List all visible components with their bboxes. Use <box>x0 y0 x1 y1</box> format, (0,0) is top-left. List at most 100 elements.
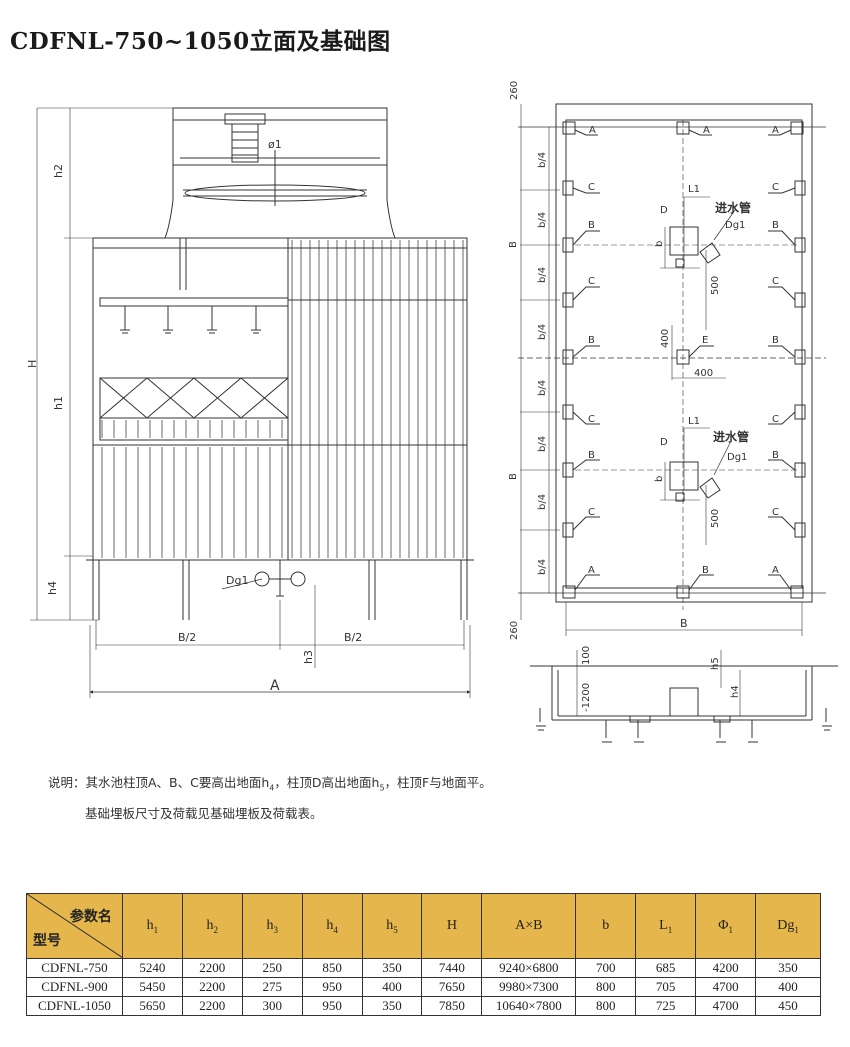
col-label-a: A <box>589 125 596 136</box>
column-header: h3 <box>241 893 303 959</box>
label-b4-4: b/4 <box>537 324 548 340</box>
note-text: ，柱顶F与地面平。 <box>384 775 492 790</box>
col-label-b: B <box>772 220 779 231</box>
table-cell: 350 <box>755 958 821 978</box>
table-cell: 5650 <box>121 996 183 1016</box>
note-text: ，柱顶D高出地面h <box>274 775 380 790</box>
model-cell: CDFNL-750 <box>26 958 123 978</box>
table-cell: 950 <box>301 977 363 997</box>
elevation-view <box>30 107 474 698</box>
column-header: h5 <box>361 893 423 959</box>
label-260-top: 260 <box>509 81 520 100</box>
label-b4-7: b/4 <box>537 494 548 510</box>
table-row: CDFNL-900 5450 2200 275 950 400 7650 998… <box>26 977 821 997</box>
page-title: CDFNL-750~1050立面及基础图 <box>10 28 391 55</box>
table-cell: 7650 <box>421 977 483 997</box>
section-block-d <box>669 687 699 717</box>
col-label-b: B <box>702 565 709 576</box>
label-b-left-top: B <box>508 241 519 248</box>
label-minus-1200: -1200 <box>581 683 592 712</box>
diagonal-divider <box>27 894 123 958</box>
note-sub: 4 <box>269 783 275 793</box>
col-label-b: B <box>588 450 595 461</box>
label-H: H <box>26 360 39 368</box>
model-cell: CDFNL-1050 <box>26 996 123 1016</box>
col-label-a: A <box>772 565 779 576</box>
column-header: Dg1 <box>755 893 821 959</box>
col-label-c: C <box>588 276 595 287</box>
table-cell: 705 <box>635 977 697 997</box>
table-cell: 250 <box>241 958 303 978</box>
spec-table: 参数名 型号 h1 h2 h3 h4 h5 H A×B b L1 Φ1 Dg1 … <box>26 893 821 1016</box>
col-label-a: A <box>703 125 710 136</box>
label-dg1-lower: Dg1 <box>727 452 747 463</box>
table-cell: 2200 <box>181 958 243 978</box>
table-cell: 275 <box>241 977 303 997</box>
table-cell: 4700 <box>695 977 757 997</box>
column-header: b <box>575 893 637 959</box>
label-l1-upper: L1 <box>688 184 700 195</box>
label-inlet-upper: 进水管 <box>715 200 751 215</box>
label-b4-3: b/4 <box>537 267 548 283</box>
label-500-lower: 500 <box>710 509 721 528</box>
label-h5: h5 <box>710 657 721 670</box>
label-h2: h2 <box>52 164 65 178</box>
label-inlet-lower: 进水管 <box>713 429 749 444</box>
table-header-row: 参数名 型号 h1 h2 h3 h4 h5 H A×B b L1 Φ1 Dg1 <box>26 893 821 959</box>
col-label-e: E <box>702 335 708 346</box>
table-row: CDFNL-1050 5650 2200 300 950 350 7850 10… <box>26 996 821 1016</box>
label-h4: h4 <box>46 581 59 595</box>
fan-stack <box>172 107 388 166</box>
col-label-c: C <box>772 276 779 287</box>
label-b-half-right: B/2 <box>344 631 362 644</box>
label-dg1-elev: Dg1 <box>226 574 248 587</box>
label-h1: h1 <box>52 396 65 410</box>
label-b-bottom: B <box>680 617 688 630</box>
col-label-c: C <box>772 414 779 425</box>
table-cell: 950 <box>301 996 363 1016</box>
corner-param-label: 参数名 <box>69 909 112 925</box>
note-line-1: 说明：其水池柱顶A、B、C要高出地面h4，柱顶D高出地面h5，柱顶F与地面平。 <box>48 772 492 793</box>
table-cell: 850 <box>301 958 363 978</box>
table-cell: 400 <box>755 977 821 997</box>
col-label-c: C <box>772 182 779 193</box>
section-labels: 100 -1200 h5 h4 <box>581 646 741 712</box>
elevation-labels: h2 H h1 h4 h3 ø1 Dg1 B/2 B/2 A <box>26 138 362 694</box>
table-cell: 725 <box>635 996 697 1016</box>
model-cell: CDFNL-900 <box>26 977 123 997</box>
table-cell: 4200 <box>695 958 757 978</box>
col-label-c: C <box>772 507 779 518</box>
col-label-b: B <box>588 220 595 231</box>
column-header: Φ1 <box>695 893 757 959</box>
label-d-lower: D <box>660 437 668 448</box>
table-cell: 350 <box>361 996 423 1016</box>
motor <box>231 123 259 163</box>
table-cell: 7440 <box>421 958 483 978</box>
col-label-c: C <box>588 182 595 193</box>
plan-labels: 260 260 B B B b/4 b/4 b/4 b/4 b/4 b/4 b/… <box>508 81 779 640</box>
column-header: h1 <box>121 893 183 959</box>
label-h4-section: h4 <box>730 685 741 698</box>
column-header: A×B <box>481 893 577 959</box>
table-cell: 800 <box>575 977 637 997</box>
col-label-b: B <box>588 335 595 346</box>
col-label-b: B <box>772 335 779 346</box>
label-500-upper: 500 <box>710 276 721 295</box>
table-cell: 9240×6800 <box>481 958 577 978</box>
technical-drawing: h2 H h1 h4 h3 ø1 Dg1 B/2 B/2 A <box>26 81 838 743</box>
table-cell: 800 <box>575 996 637 1016</box>
label-400-v: 400 <box>660 329 671 348</box>
col-label-c: C <box>588 414 595 425</box>
col-label-a: A <box>772 125 779 136</box>
label-b4-2: b/4 <box>537 212 548 228</box>
table-cell: 5450 <box>121 977 183 997</box>
label-h3: h3 <box>302 650 315 664</box>
note-text: 说明：其水池柱顶A、B、C要高出地面h <box>48 775 270 790</box>
label-b-small-lower: b <box>654 476 665 482</box>
note-sub: 5 <box>379 783 385 793</box>
table-cell: 7850 <box>421 996 483 1016</box>
label-phi1: ø1 <box>268 138 282 151</box>
sprinklers <box>120 306 261 334</box>
table-cell: 300 <box>241 996 303 1016</box>
column-header: h2 <box>181 893 243 959</box>
